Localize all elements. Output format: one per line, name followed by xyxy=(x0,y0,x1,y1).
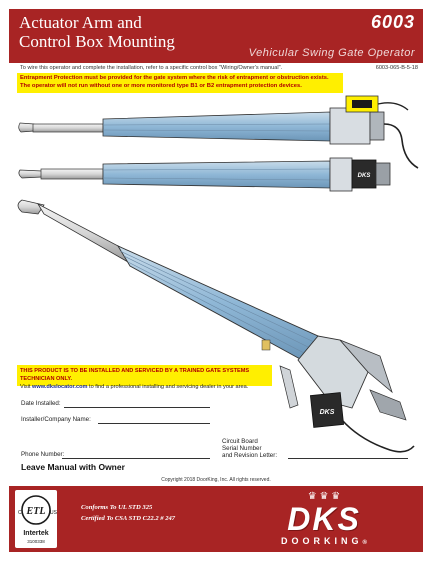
actuator-side-view xyxy=(18,95,419,169)
etl-certification-badge: ETL C US Intertek 3100338 xyxy=(15,490,58,548)
document-subtitle: Vehicular Swing Gate Operator xyxy=(248,47,415,59)
document-title: Actuator Arm and Control Box Mounting xyxy=(19,13,175,51)
svg-text:ETL: ETL xyxy=(26,506,46,517)
date-installed-label: Date Installed: xyxy=(21,400,61,407)
phone-number-label: Phone Number: xyxy=(21,451,65,458)
wiring-instructions: To wire this operator and complete the i… xyxy=(20,65,283,71)
actuator-top-view: DKS xyxy=(18,157,391,192)
installer-name-line[interactable] xyxy=(98,423,210,424)
footer-banner: ETL C US Intertek 3100338 Conforms To UL… xyxy=(9,486,423,552)
csa-standard: Certified To CSA STD C22.2 # 247 xyxy=(81,515,176,522)
date-installed-line[interactable] xyxy=(64,407,210,408)
control-box-label-top: DKS xyxy=(358,173,371,179)
document-number: 6003-065-B-5-18 xyxy=(375,65,418,71)
entrapment-warning: Entrapment Protection must be provided f… xyxy=(17,73,343,93)
installer-notice: THIS PRODUCT IS TO BE INSTALLED AND SERV… xyxy=(17,365,272,390)
ul-standard: Conforms To UL STD 325 xyxy=(81,504,153,511)
control-box-label-large: DKS xyxy=(320,409,335,416)
phone-number-line[interactable] xyxy=(62,458,210,459)
leave-manual-notice: Leave Manual with Owner xyxy=(21,462,125,472)
svg-text:C: C xyxy=(18,510,22,516)
svg-text:US: US xyxy=(50,510,57,516)
svg-text:Intertek: Intertek xyxy=(23,530,48,537)
copyright: Copyright 2018 DoorKing, Inc. All rights… xyxy=(161,477,271,483)
etl-logo-icon: ETL C US Intertek 3100338 xyxy=(18,495,58,544)
actuator-perspective-view: DKS xyxy=(17,199,415,453)
doorking-logo: ♛ ♛ ♛ DKS DOORKING® xyxy=(239,492,409,550)
serial-number-line[interactable] xyxy=(288,458,408,459)
svg-text:3100338: 3100338 xyxy=(27,539,45,544)
model-number: 6003 xyxy=(370,12,415,32)
serial-number-label: Circuit Board Serial Number and Revision… xyxy=(222,438,278,459)
header-banner: Actuator Arm and Control Box Mounting 60… xyxy=(9,9,423,63)
dealer-locator-link[interactable]: www.dkslocator.com xyxy=(32,384,88,390)
crown-icon: ♛ ♛ ♛ xyxy=(307,491,341,502)
installer-name-label: Installer/Company Name: xyxy=(21,416,91,423)
